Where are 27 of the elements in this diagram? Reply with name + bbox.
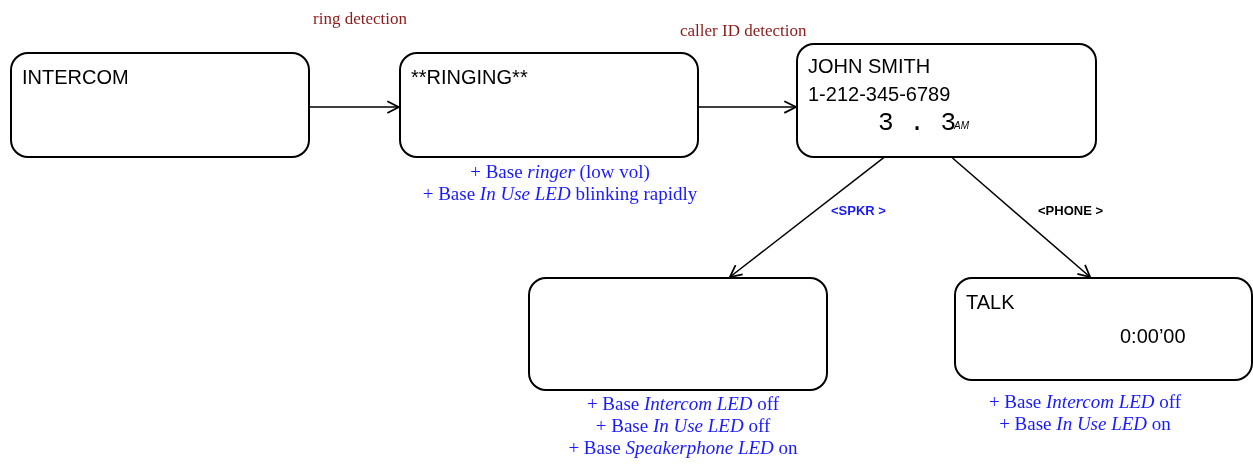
status-note: + Base Intercom LED off xyxy=(586,394,780,415)
status-note: + Base In Use LED blinking rapidly xyxy=(422,184,698,205)
state-box xyxy=(399,52,699,158)
display-text: **RINGING** xyxy=(411,66,528,88)
arrow xyxy=(309,100,400,114)
state-box xyxy=(10,52,310,158)
edge-label: ring detection xyxy=(313,10,407,29)
arrow xyxy=(698,100,797,114)
display-text: 0:00’00 xyxy=(1120,325,1186,347)
state-box xyxy=(796,43,1097,158)
display-text: 1-212-345-6789 xyxy=(808,83,951,105)
display-digits: 3 . 3 xyxy=(878,109,956,138)
am-indicator: AM xyxy=(954,120,969,131)
arrow xyxy=(951,157,1091,278)
empty-state-box xyxy=(528,277,828,391)
status-note: + Base ringer (low vol) xyxy=(470,162,650,183)
display-text: JOHN SMITH xyxy=(808,55,931,77)
status-note: + Base In Use LED off xyxy=(595,416,771,437)
status-note: + Base In Use LED on xyxy=(999,414,1171,435)
status-note: + Base Speakerphone LED on xyxy=(568,438,798,459)
edge-label: <PHONE > xyxy=(1038,204,1104,219)
display-text: TALK xyxy=(966,291,1015,313)
state-box xyxy=(954,277,1253,381)
edge-label: <SPKR > xyxy=(831,204,886,219)
edge-label: caller ID detection xyxy=(680,22,807,41)
display-text: INTERCOM xyxy=(22,66,129,88)
status-note: + Base Intercom LED off xyxy=(988,392,1182,413)
